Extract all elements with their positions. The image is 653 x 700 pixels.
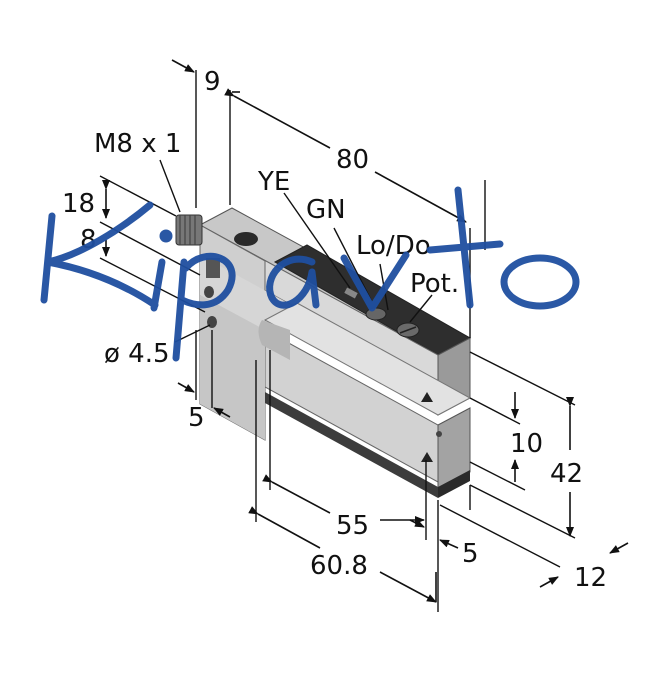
led-ye-icon	[344, 287, 358, 299]
dimension-labels: 9 80 M8 x 1 18 8 ø 4.5 5 10 42 55 60.8 5…	[62, 67, 607, 593]
label-pot: Pot.	[410, 269, 459, 299]
arrow-up-icon-upper	[421, 392, 433, 402]
arrow-up-icon-lower	[421, 452, 433, 462]
dim-80: 80	[336, 145, 369, 175]
mounting-hole-top	[234, 232, 258, 246]
side-slot-icon	[206, 258, 220, 278]
dim-5-left: 5	[188, 403, 205, 433]
dim-60-8: 60.8	[310, 551, 368, 581]
label-gn: GN	[306, 195, 346, 225]
watermark-kipavto	[40, 186, 580, 362]
label-ye: YE	[257, 167, 290, 197]
dim-18: 18	[62, 189, 95, 219]
dim-12: 12	[574, 563, 607, 593]
dim-5-right: 5	[462, 539, 479, 569]
label-lodo: Lo/Do	[356, 231, 431, 261]
dim-55: 55	[336, 511, 369, 541]
dimension-lines	[99, 59, 629, 612]
dim-diameter: ø 4.5	[104, 339, 170, 369]
dim-10: 10	[510, 429, 543, 459]
m8-connector	[175, 214, 203, 246]
dim-thread: M8 x 1	[94, 129, 181, 159]
dim-42: 42	[550, 459, 583, 489]
dim-9: 9	[204, 67, 221, 97]
side-hole-1	[204, 286, 214, 298]
